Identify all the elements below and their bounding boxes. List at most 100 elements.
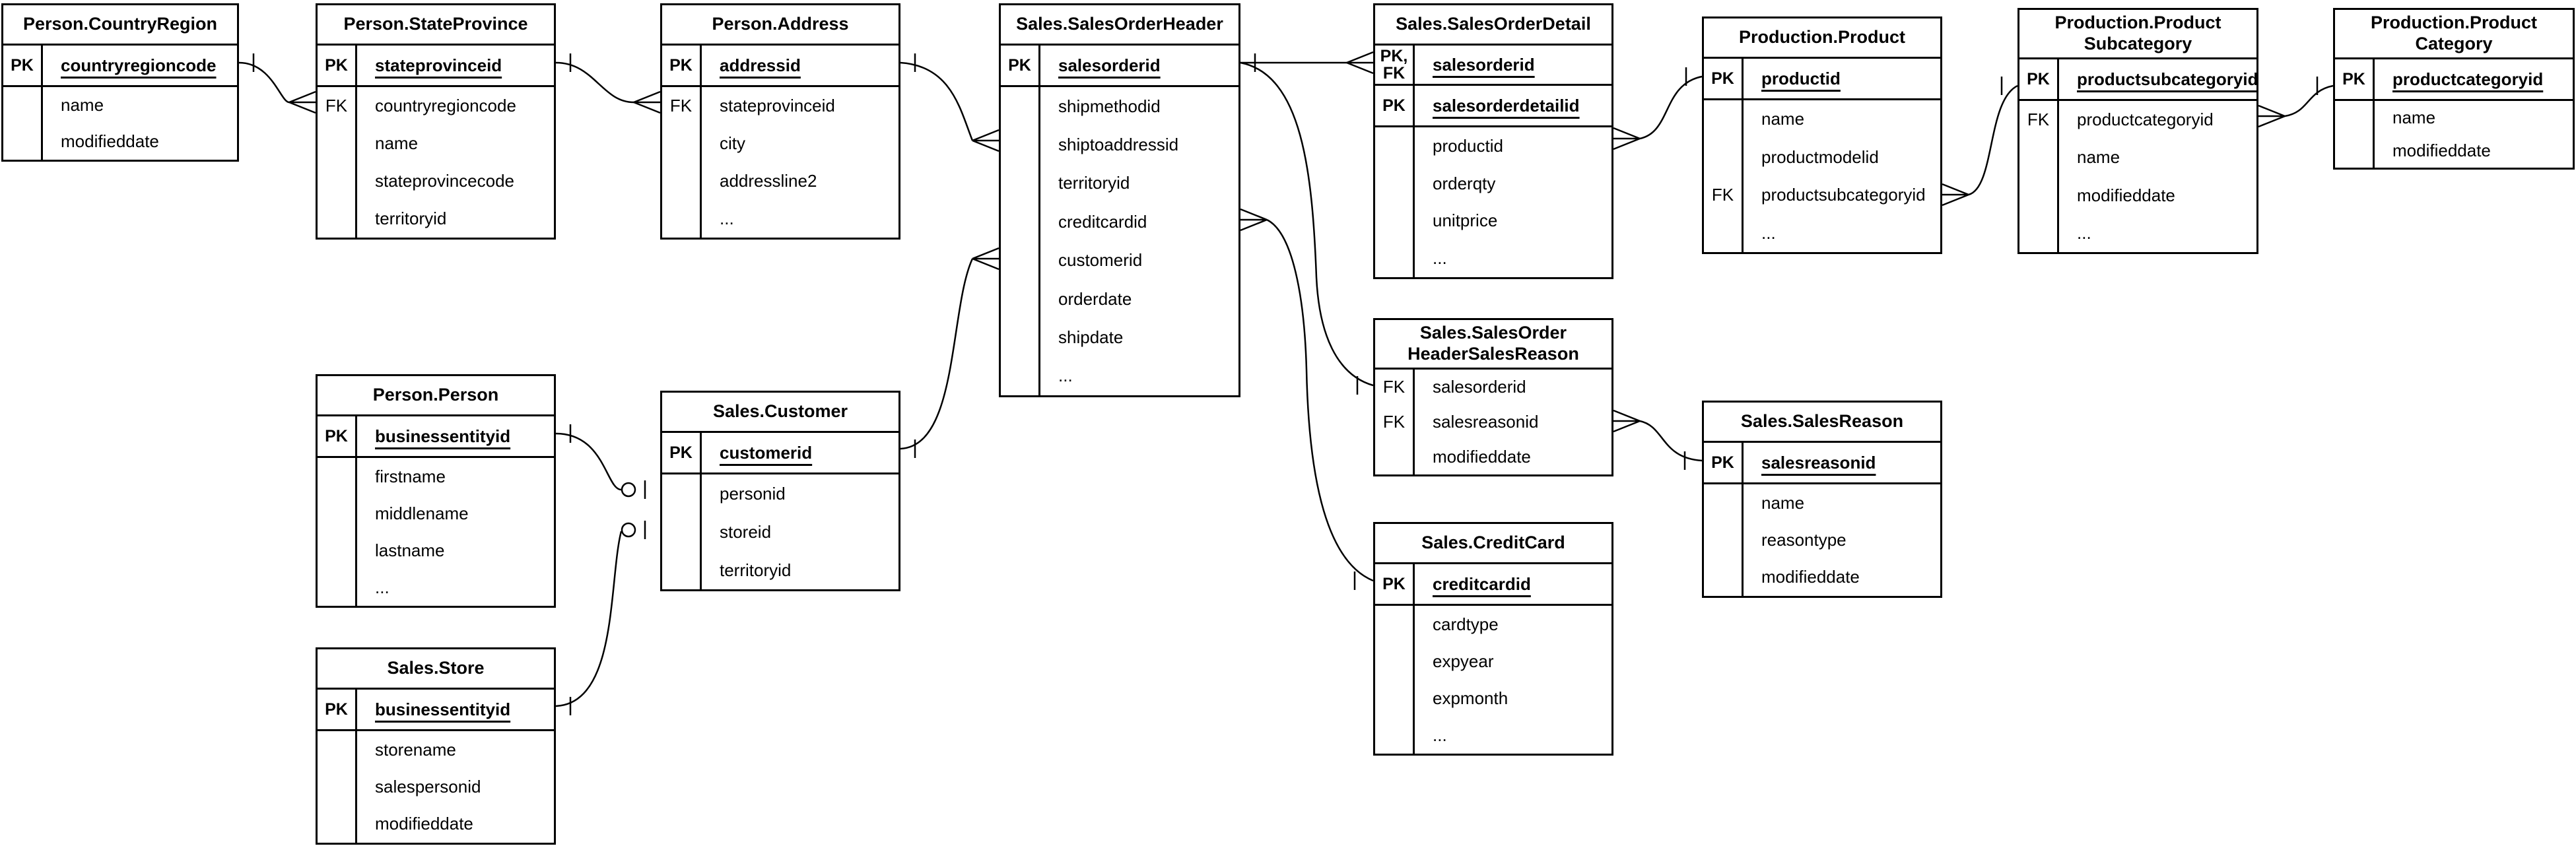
key-indicator: PK xyxy=(3,46,43,85)
column-name: cardtype xyxy=(1433,614,1499,634)
column-name: salesreasonid xyxy=(1744,443,1940,482)
connector-salesorderheader-salesorderheadersalesreason[interactable] xyxy=(1240,61,1374,395)
table-title: Production.Product Category xyxy=(2335,10,2573,59)
key-indicator-empty xyxy=(1704,521,1744,559)
column-row-addressline2: addressline2 xyxy=(662,162,898,200)
column-row-storeid: storeid xyxy=(662,513,898,551)
key-indicator-empty xyxy=(318,495,357,532)
crowsfoot-many xyxy=(1613,409,1641,433)
primary-key-name: creditcardid xyxy=(1433,573,1531,594)
key-indicator-empty xyxy=(2335,134,2375,168)
key-indicator-empty xyxy=(1704,558,1744,596)
crowsfoot-many xyxy=(1346,51,1374,75)
key-indicator-empty xyxy=(318,200,357,238)
column-row-modifieddate: modifieddate xyxy=(1375,439,1611,474)
key-indicator-empty xyxy=(2019,139,2059,177)
column-row-city: city xyxy=(662,125,898,162)
connector-countryregion-stateprovince[interactable] xyxy=(238,53,316,114)
table-title: Person.CountryRegion xyxy=(3,5,237,46)
column-name: productid xyxy=(1433,135,1503,156)
column-row-name: name xyxy=(2019,139,2256,177)
column-name: ... xyxy=(1761,222,1776,243)
key-indicator-empty xyxy=(1001,203,1040,242)
connector-address-salesorderheader[interactable] xyxy=(900,53,1000,152)
primary-key-name: countryregioncode xyxy=(61,55,217,75)
connector-stateprovince-address[interactable] xyxy=(555,53,661,114)
connector-customer-salesorderheader[interactable] xyxy=(900,247,1000,458)
column-name: businessentityid xyxy=(357,416,554,456)
connector-product-salesorderdetail[interactable] xyxy=(1613,67,1703,150)
key-indicator-empty xyxy=(1704,214,1744,252)
column-row-orderqty: orderqty xyxy=(1375,164,1611,203)
column-row-territoryid: territoryid xyxy=(318,200,554,238)
zero-circle xyxy=(621,522,636,538)
column-name: countryregioncode xyxy=(375,96,516,115)
column-row-middlename: middlename xyxy=(318,495,554,532)
column-row-: ... xyxy=(1375,240,1611,277)
primary-key-name: salesorderid xyxy=(1433,54,1535,75)
column-name: territoryid xyxy=(1058,173,1130,193)
column-name: ... xyxy=(2077,222,2091,243)
column-name: productid xyxy=(1744,59,1940,98)
key-indicator-empty xyxy=(1375,680,1415,717)
column-name: middlename xyxy=(375,503,469,523)
column-name: name xyxy=(2392,107,2436,127)
zero-circle xyxy=(621,482,636,498)
primary-key-name: businessentityid xyxy=(375,426,511,446)
key-indicator-empty xyxy=(318,125,357,162)
column-name: productmodelid xyxy=(1761,146,1879,167)
column-name: name xyxy=(375,133,419,153)
key-indicator-empty xyxy=(662,513,702,551)
column-row-name: name xyxy=(3,87,237,123)
key-indicator-empty xyxy=(318,458,357,495)
table-title: Sales.Store xyxy=(318,649,554,690)
column-name: lastname xyxy=(375,540,445,560)
primary-key-name: salesreasonid xyxy=(1761,452,1876,472)
key-indicator-empty xyxy=(1375,202,1415,240)
column-row-modifieddate: modifieddate xyxy=(3,123,237,160)
column-row-: ... xyxy=(2019,214,2256,252)
column-name: name xyxy=(1761,492,1805,513)
column-name: customerid xyxy=(1058,250,1143,271)
key-indicator: FK xyxy=(1375,370,1415,405)
column-row-personid: personid xyxy=(662,474,898,513)
crowsfoot-many xyxy=(1613,127,1641,150)
column-row-modifieddate: modifieddate xyxy=(2335,134,2573,168)
column-row-: ... xyxy=(662,200,898,238)
key-indicator-empty xyxy=(318,569,357,606)
column-row-customerid: customerid xyxy=(1001,241,1238,280)
connector-creditcard-salesorderheader[interactable] xyxy=(1240,208,1374,590)
connector-productsubcategory-product[interactable] xyxy=(1942,77,2018,207)
column-name: salesorderdetailid xyxy=(1415,86,1611,125)
primary-key-name: addressid xyxy=(720,55,801,75)
column-name: territoryid xyxy=(720,560,792,580)
connector-salesreason-salesorderheadersalesreason[interactable] xyxy=(1613,409,1703,470)
column-row-modifieddate: modifieddate xyxy=(2019,176,2256,214)
connector-store-customer[interactable] xyxy=(555,521,646,715)
column-name: salesorderid xyxy=(1415,46,1611,84)
connector-salesorderheader-salesorderdetail[interactable] xyxy=(1240,51,1374,75)
connector-productcategory-productsubcategory[interactable] xyxy=(2258,77,2334,128)
key-indicator: PK xyxy=(318,690,357,729)
connector-person-customer[interactable] xyxy=(555,424,646,499)
